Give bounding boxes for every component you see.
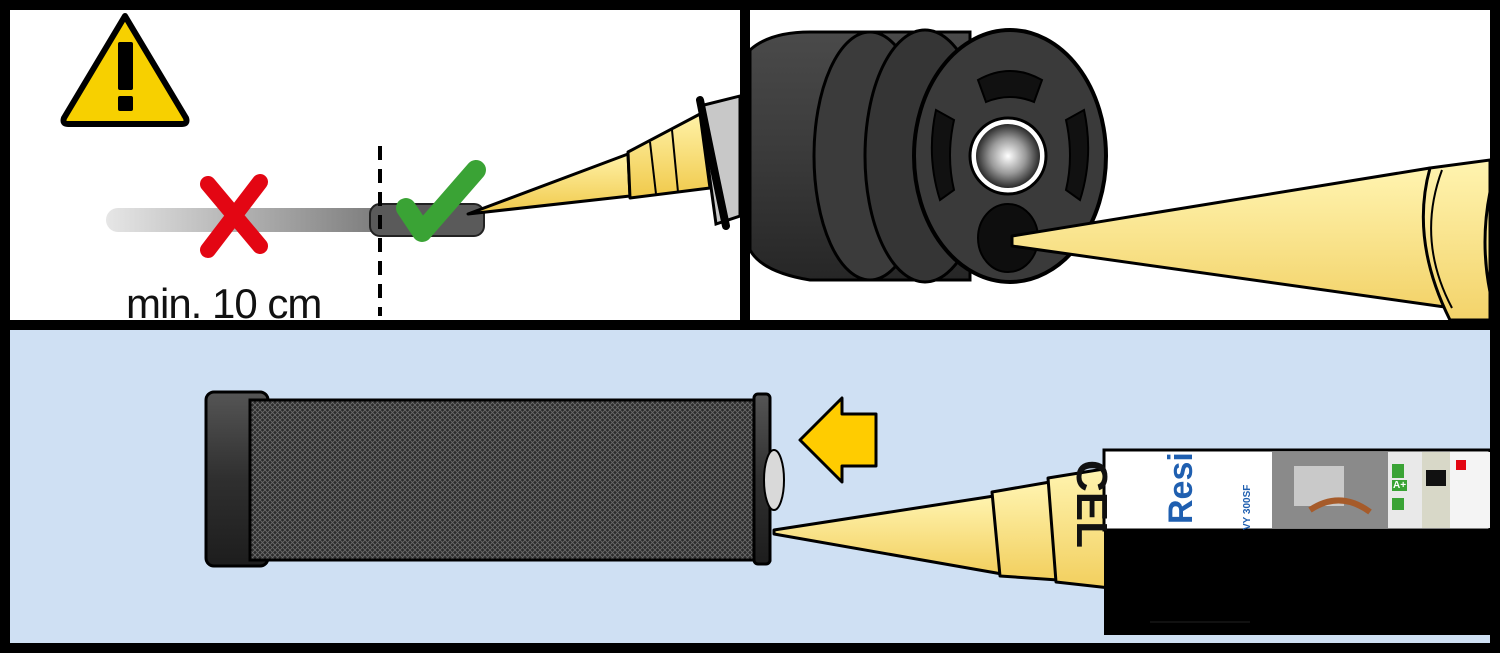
sieve-sleeve	[204, 390, 785, 568]
panel-a-art	[60, 13, 740, 316]
cross-icon	[200, 174, 268, 258]
distance-label: min. 10 cm	[126, 280, 322, 327]
panel-hole-depth: min. 10 cm	[0, 0, 750, 330]
panel-c-art	[204, 390, 1490, 635]
cartridge-badge: A+	[1392, 480, 1408, 491]
resin-cartridge	[1102, 448, 1490, 635]
check-icon	[396, 160, 486, 242]
arrow-left-icon	[798, 396, 878, 484]
cartridge-nozzle	[772, 466, 1112, 590]
cartridge-product-code: VY 300SF	[1242, 484, 1253, 530]
warning-icon	[60, 13, 190, 127]
panel-insert-sleeve: CEL Resi VY 300SF A+	[0, 320, 1500, 653]
panel-b-art	[750, 28, 1490, 320]
cartridge-nozzle	[1010, 158, 1490, 320]
cartridge-product-name: Resi	[1162, 452, 1200, 524]
sleeve-cap	[750, 28, 1108, 284]
panel-sleeve-end	[740, 0, 1500, 330]
cartridge-nozzle	[466, 94, 740, 230]
cartridge-brand: CEL	[1067, 460, 1116, 548]
